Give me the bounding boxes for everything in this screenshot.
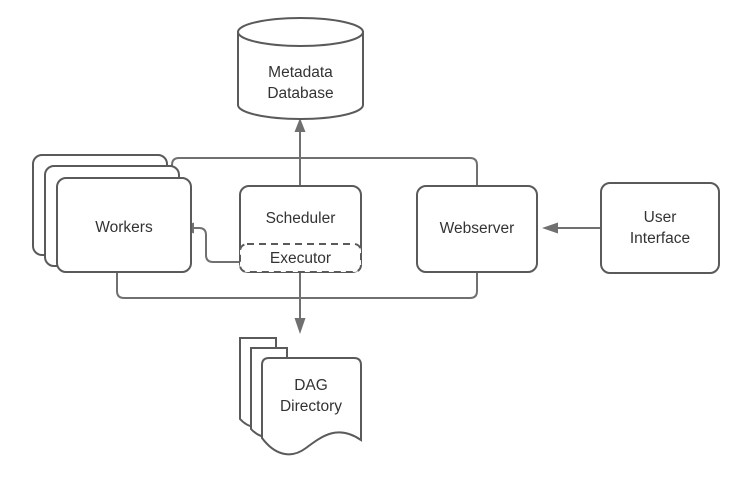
executor-box [239, 243, 362, 273]
scheduler-label: Scheduler [266, 210, 336, 227]
metadata-database-label-line2: Database [267, 85, 333, 102]
node-dag-directory[interactable]: DAG Directory [239, 337, 362, 456]
dag-directory-label-line1: DAG [294, 377, 328, 394]
executor-label: Executor [270, 250, 331, 267]
user-interface-label-line1: User [644, 209, 677, 226]
webserver-label: Webserver [440, 220, 515, 237]
node-user-interface[interactable]: User Interface [600, 182, 720, 274]
edge-workers-webserver-bottom-bus [116, 272, 478, 299]
metadata-database-top-ellipse [237, 17, 364, 47]
user-interface-label-line2: Interface [630, 230, 690, 247]
edge-workers-webserver-to-database [171, 157, 478, 200]
node-workers[interactable]: Workers [32, 154, 192, 273]
arrowhead-webserver [542, 222, 558, 234]
user-interface-box [600, 182, 720, 274]
dag-directory-stack-layer-front [261, 357, 362, 456]
node-webserver[interactable]: Webserver [416, 185, 538, 273]
edge-executor-to-workers [192, 227, 240, 263]
dag-directory-label-line2: Directory [280, 398, 342, 415]
webserver-box [416, 185, 538, 273]
workers-label: Workers [95, 219, 153, 236]
workers-stack-layer-front [56, 177, 192, 273]
node-metadata-database[interactable]: Metadata Database [237, 17, 364, 120]
arrowhead-dag-directory [294, 318, 306, 334]
metadata-database-label-line1: Metadata [268, 64, 333, 81]
node-executor[interactable]: Executor [239, 243, 362, 273]
metadata-database-body [237, 31, 364, 120]
arrowhead-database [294, 118, 306, 132]
